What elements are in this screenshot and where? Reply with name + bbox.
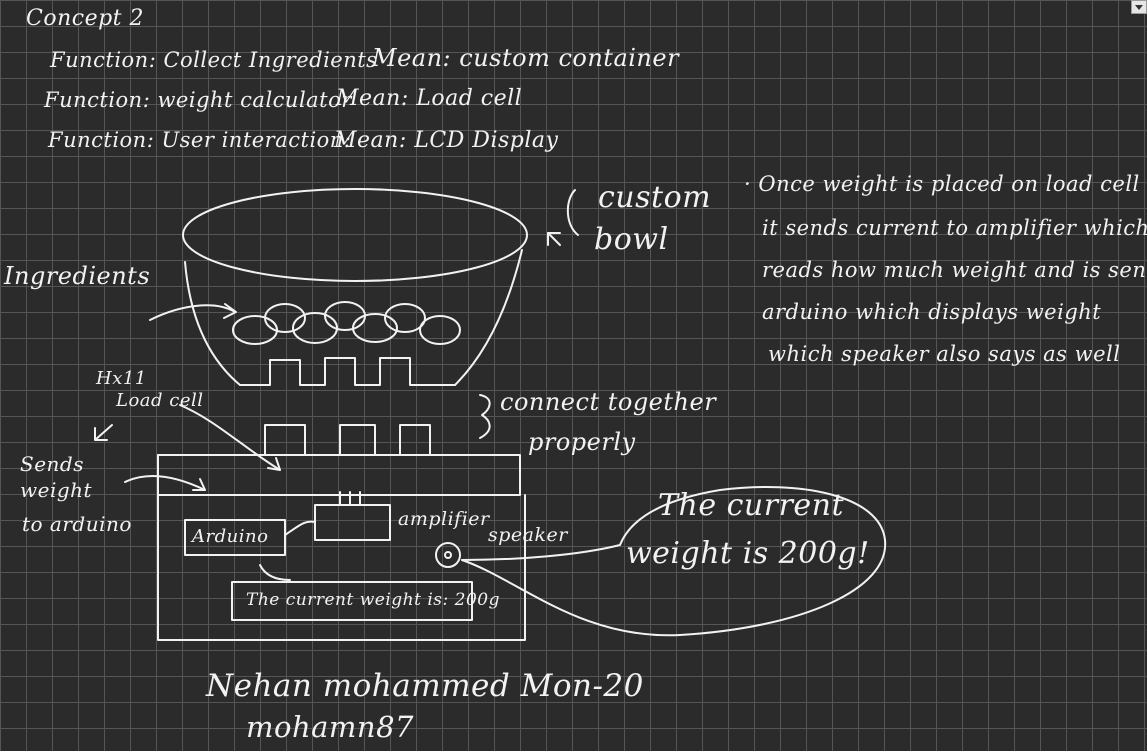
connect-together-label-1: connect together — [500, 388, 717, 416]
lcd-display — [231, 581, 473, 621]
note-line-4: arduino which displays weight — [762, 300, 1102, 324]
base-body — [157, 454, 526, 641]
ingredient-loop — [352, 313, 398, 343]
load-cell-arrow — [179, 404, 281, 471]
custom-bowl-label-1: custom — [598, 180, 712, 215]
connect-brace — [479, 394, 491, 439]
hx11-label: Hx11 — [96, 368, 147, 389]
arduino-label: Arduino — [192, 526, 269, 547]
sends-label-1: Sends — [20, 452, 84, 476]
sends-arrow — [124, 475, 206, 491]
note-line-3: reads how much weight and is sent to — [762, 258, 1147, 282]
bowl-right-side — [454, 249, 523, 386]
base-tab-2 — [339, 424, 376, 456]
note-line-2: it sends current to amplifier which — [762, 216, 1147, 240]
ingredients-arrow — [149, 304, 236, 321]
custom-bowl-arrowhead — [547, 232, 561, 246]
concept-title: Concept 2 — [26, 6, 145, 31]
ingredient-loop — [264, 303, 306, 333]
mean-row-1: Mean: custom container — [372, 44, 680, 72]
sends-arrowhead — [192, 478, 206, 491]
base-tab-3 — [399, 424, 431, 456]
custom-bowl-arrow — [547, 232, 561, 246]
bowl-left-side — [184, 261, 241, 386]
base-tab-1 — [264, 424, 306, 456]
note-line-1: · Once weight is placed on load cell — [744, 172, 1140, 196]
note-line-5: which speaker also says as well — [768, 342, 1121, 366]
sends-label-2: weight — [20, 478, 93, 502]
signature-id: mohamn87 — [246, 710, 415, 744]
arduino-box — [184, 519, 286, 556]
speaker-label: speaker — [488, 524, 568, 546]
ingredients-arrowhead — [223, 303, 237, 319]
speech-bubble-line-2: weight is 200g! — [626, 536, 870, 571]
load-cell-pins — [339, 491, 361, 506]
mean-row-2: Mean: Load cell — [336, 86, 523, 111]
lcd-wire — [259, 564, 291, 581]
sends-label-3: to arduino — [22, 512, 132, 536]
bowl-rim — [182, 188, 528, 282]
speech-bubble — [461, 486, 887, 637]
hx11-arrow — [94, 424, 113, 441]
load-cell-arrowhead — [267, 457, 281, 471]
amplifier-label: amplifier — [398, 508, 490, 530]
lcd-display-text: The current weight is: 200g — [246, 590, 500, 610]
ingredient-loop — [384, 303, 426, 333]
ingredient-loop — [419, 315, 461, 345]
custom-bowl-label-2: bowl — [594, 222, 669, 257]
connect-together-label-2: properly — [528, 428, 636, 456]
ingredients-label: Ingredients — [4, 262, 151, 290]
speaker-center — [444, 551, 452, 559]
load-cell-box — [314, 504, 391, 541]
custom-bowl-paren — [566, 189, 579, 236]
mean-row-3: Mean: LCD Display — [334, 128, 559, 153]
ingredient-loop — [232, 315, 278, 345]
ingredient-loop — [324, 301, 366, 331]
bowl-bottom-slots — [239, 357, 456, 386]
arduino-loadcell-wire — [284, 520, 316, 536]
speaker-circle — [435, 542, 461, 568]
load-cell-label: Load cell — [116, 390, 204, 411]
function-row-1: Function: Collect Ingredients — [50, 48, 378, 72]
function-row-2: Function: weight calculator — [44, 88, 352, 112]
signature-name-date: Nehan mohammed Mon-20 — [206, 668, 644, 704]
speech-bubble-line-1: The current — [658, 488, 845, 523]
base-top-plate — [157, 454, 521, 496]
function-row-3: Function: User interaction: — [48, 128, 352, 152]
